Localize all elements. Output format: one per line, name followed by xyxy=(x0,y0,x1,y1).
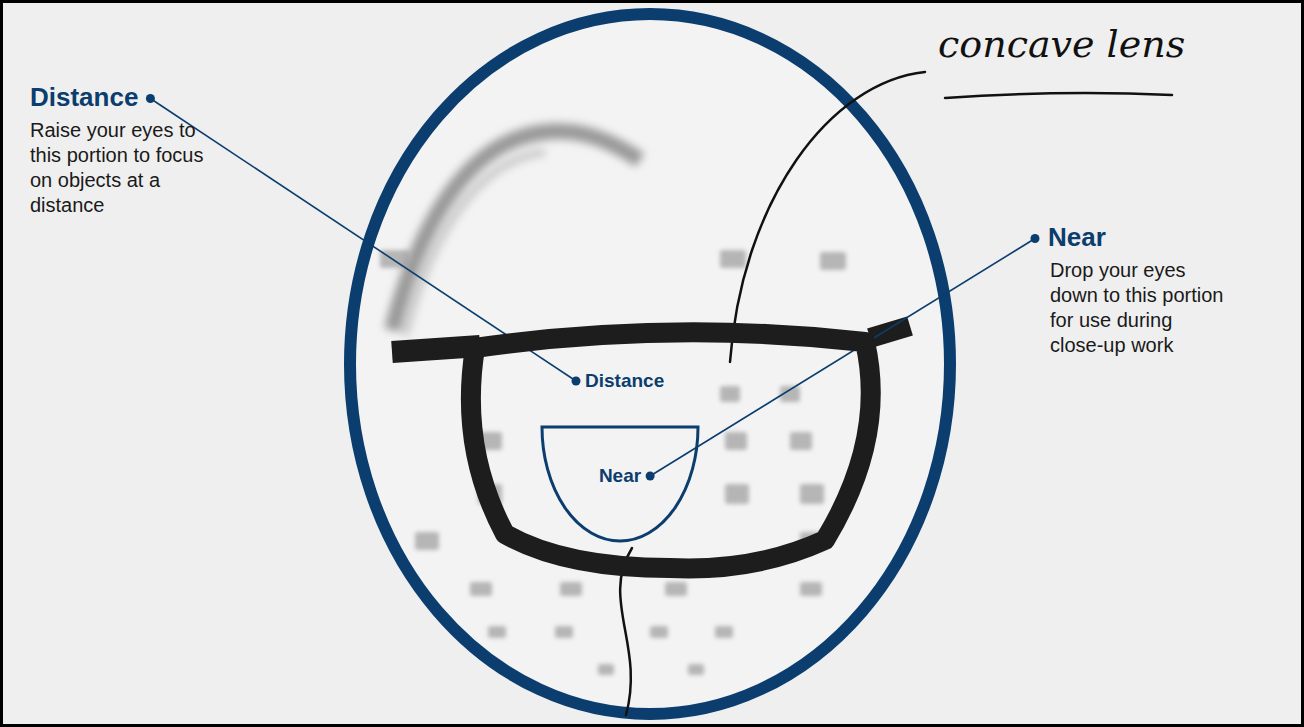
part-label: Near xyxy=(599,465,641,487)
chart-mark xyxy=(665,582,687,596)
chart-mark xyxy=(598,664,614,675)
chart-mark xyxy=(715,626,733,638)
chart-mark xyxy=(800,484,824,504)
chart-mark xyxy=(488,626,506,638)
distance-lens: DistanceNear xyxy=(455,318,885,580)
chart-mark xyxy=(470,582,492,596)
blurred-temple-edge xyxy=(405,152,545,335)
hand-drawn-pointer xyxy=(730,72,925,362)
blurred-background xyxy=(380,131,910,675)
lens-rim xyxy=(471,332,871,568)
chart-mark xyxy=(650,626,668,638)
leader-dot xyxy=(146,94,155,103)
chart-mark xyxy=(720,250,746,268)
part-label: Distance xyxy=(585,370,664,392)
chart-mark xyxy=(688,664,704,675)
callout-heading: Near xyxy=(1048,222,1106,253)
hand-drawn-underline xyxy=(945,93,1172,98)
chart-mark xyxy=(800,582,822,596)
leader-dot xyxy=(1031,234,1040,243)
magnifier-ground xyxy=(350,14,950,714)
lens-outline xyxy=(455,318,885,580)
callout-heading: Distance xyxy=(30,82,138,113)
blurred-glasses xyxy=(392,131,640,335)
magnifier-ring xyxy=(350,14,950,714)
callout-text: Raise your eyes to this portion to focus… xyxy=(30,118,220,218)
chart-mark xyxy=(415,532,439,550)
chart-mark xyxy=(380,250,410,268)
leader-line xyxy=(650,239,1035,477)
chart-mark xyxy=(820,252,846,270)
chart-mark xyxy=(790,432,812,450)
bifocal-segment-outline xyxy=(542,427,698,541)
leader-lines xyxy=(146,94,1040,481)
chart-mark xyxy=(555,626,573,638)
leader-dot xyxy=(646,472,655,481)
near-segment: Near xyxy=(540,425,700,543)
handwritten-note: concave lens xyxy=(938,22,1185,66)
blurred-eye-chart xyxy=(380,250,846,675)
chart-mark xyxy=(725,432,747,450)
leader-dot xyxy=(572,377,581,386)
chart-mark xyxy=(725,484,749,504)
chart-mark xyxy=(560,582,582,596)
chart-mark xyxy=(720,386,740,402)
callout-text: Drop your eyes down to this portion for … xyxy=(1050,258,1230,358)
